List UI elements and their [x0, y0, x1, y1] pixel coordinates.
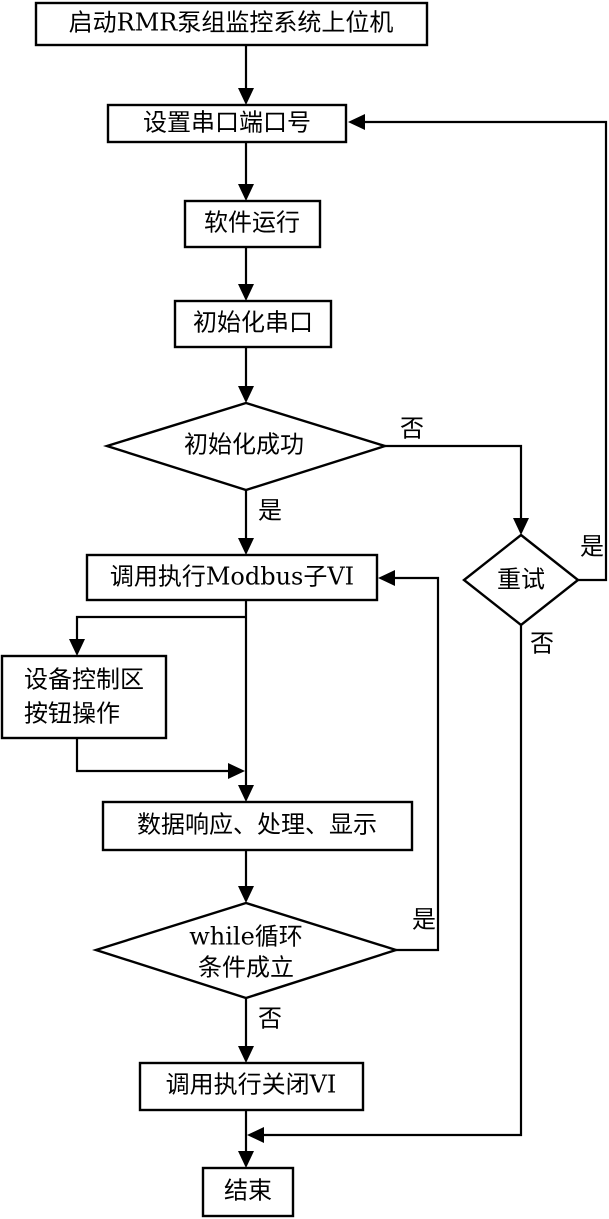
node-init-port-label: 初始化串口 [193, 309, 313, 337]
edge-label-while-no: 否 [258, 1005, 282, 1033]
node-end: 结束 [201, 1166, 295, 1218]
node-call-modbus-label: 调用执行Modbus子VI [110, 563, 354, 591]
node-start: 启动RMR泵组监控系统上位机 [34, 1, 429, 47]
arrowhead-down [238, 1151, 254, 1168]
decision-while-label-2: 条件成立 [198, 954, 294, 982]
arrowhead-down [238, 886, 254, 903]
node-data-process-label: 数据响应、处理、显示 [137, 811, 377, 839]
edge-label-while-yes: 是 [412, 906, 436, 934]
arrowhead-down [69, 639, 85, 656]
node-device-control: 设备控制区 按钮操作 [0, 654, 168, 740]
arrowhead-down [238, 1046, 254, 1063]
edge-device-to-data [75, 738, 230, 773]
edge-while-yes [394, 576, 440, 952]
node-call-close: 调用执行关闭VI [138, 1061, 365, 1112]
edge-label-retry-yes: 是 [580, 533, 604, 561]
arrowhead-down [513, 518, 529, 535]
arrowhead-left [348, 114, 365, 130]
arrowhead-down [238, 88, 254, 105]
arrowhead-down [238, 538, 254, 555]
decision-init-success-label: 初始化成功 [184, 431, 304, 459]
edge-decision-no [385, 444, 523, 520]
connectors [75, 45, 608, 1153]
edge-label-retry-no: 否 [530, 630, 554, 658]
edge-retry-yes [364, 120, 608, 582]
edge-label-init-no: 否 [400, 415, 424, 443]
decision-retry: 重试 [462, 533, 580, 627]
arrowhead-left [247, 1127, 264, 1143]
arrowhead-down [238, 184, 254, 201]
decision-while-label-1: while循环 [189, 923, 303, 951]
arrowhead-right [228, 763, 245, 779]
edge-retry-no [262, 625, 523, 1137]
node-set-port-label: 设置串口端口号 [143, 109, 311, 137]
arrowhead-down [238, 386, 254, 403]
edge-label-init-yes: 是 [258, 497, 282, 525]
node-data-process: 数据响应、处理、显示 [101, 800, 414, 852]
node-end-label: 结束 [224, 1177, 272, 1205]
node-start-label: 启动RMR泵组监控系统上位机 [69, 9, 394, 37]
node-run-software-label: 软件运行 [204, 209, 300, 237]
edge-modbus-to-device [75, 615, 246, 640]
node-run-software: 软件运行 [183, 199, 322, 249]
decision-init-success: 初始化成功 [102, 401, 390, 492]
decision-retry-label: 重试 [497, 566, 545, 594]
arrowhead-left [378, 570, 395, 586]
node-device-control-label-2: 按钮操作 [24, 700, 120, 728]
node-init-port: 初始化串口 [173, 299, 333, 349]
arrowhead-down [238, 284, 254, 301]
arrowhead-down [238, 785, 254, 802]
node-set-port: 设置串口端口号 [106, 103, 348, 144]
node-call-close-label: 调用执行关闭VI [166, 1071, 337, 1099]
decision-while: while循环 条件成立 [92, 901, 400, 1000]
node-device-control-label-1: 设备控制区 [24, 666, 144, 694]
node-call-modbus: 调用执行Modbus子VI [85, 553, 379, 602]
arrowheads [69, 88, 529, 1168]
